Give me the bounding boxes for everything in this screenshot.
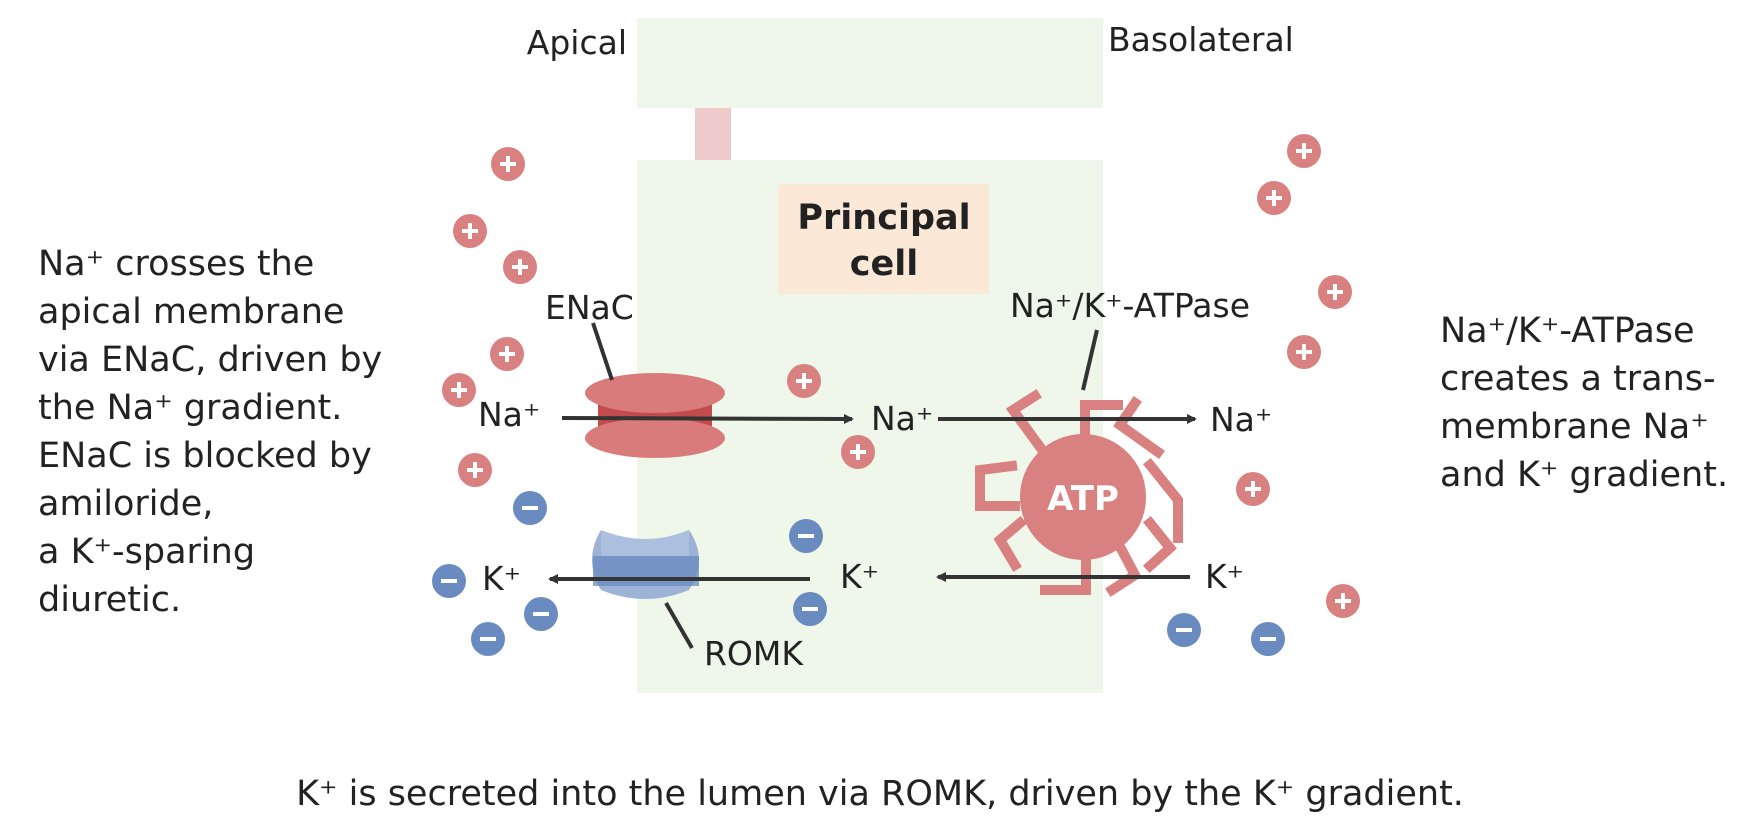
- romk-leader-line: [664, 601, 694, 650]
- plus-circle-icon: [453, 214, 487, 248]
- basolateral-label: Basolateral: [1108, 20, 1294, 59]
- cell-top-region: [637, 18, 1103, 108]
- minus-circle-icon: [524, 597, 558, 631]
- note-enac-explanation: Na⁺ crosses the apical membrane via ENaC…: [38, 240, 388, 624]
- tight-junction: [695, 108, 731, 160]
- na-lumen-label: Na⁺: [478, 395, 540, 434]
- minus-circle-icon: [471, 622, 505, 656]
- plus-circle-icon: [787, 364, 821, 398]
- note-left-line: diuretic.: [38, 580, 182, 620]
- atp-circle-icon: [1020, 434, 1146, 560]
- atpase-pump-icon: [975, 389, 1183, 597]
- na-cell-label: Na⁺: [871, 399, 933, 438]
- apical-label: Apical: [527, 23, 627, 62]
- plus-circle-icon: [458, 453, 492, 487]
- plus-circle-icon: [1318, 275, 1352, 309]
- plus-circle-icon: [841, 435, 875, 469]
- note-romk-explanation: K⁺ is secreted into the lumen via ROMK, …: [296, 774, 1464, 814]
- plus-circle-icon: [1257, 181, 1291, 215]
- plus-circle-icon: [503, 250, 537, 284]
- note-atpase-explanation: Na⁺/K⁺-ATPase creates a trans- membrane …: [1440, 307, 1760, 499]
- minus-circle-icon: [432, 564, 466, 598]
- principal-cell-label-box: [778, 184, 989, 294]
- minus-circle-icon: [1167, 613, 1201, 647]
- note-left-line: Na⁺ crosses the: [38, 244, 315, 284]
- plus-circle-icon: [1287, 335, 1321, 369]
- romk-label: ROMK: [704, 634, 804, 673]
- minus-circle-icon: [1251, 622, 1285, 656]
- romk-channel-icon: [592, 530, 699, 599]
- principal-cell-label-line2: cell: [850, 244, 918, 284]
- k-cell-label: K⁺: [840, 557, 879, 596]
- note-left-line: amiloride,: [38, 484, 214, 524]
- note-left-line: the Na⁺ gradient.: [38, 388, 343, 428]
- k-lumen-label: K⁺: [482, 559, 521, 598]
- note-left-line: via ENaC, driven by: [38, 340, 383, 380]
- k-blood-label: K⁺: [1205, 557, 1244, 596]
- enac-label: ENaC: [545, 288, 634, 327]
- note-right-line: creates a trans-: [1440, 359, 1716, 399]
- principal-cell-label-line1: Principal: [797, 198, 970, 238]
- enac-leader-line: [591, 322, 614, 381]
- minus-circle-icon: [793, 592, 827, 626]
- na-arrow-lumen-to-cell: [561, 413, 854, 424]
- plus-circle-icon: [491, 147, 525, 181]
- note-left-line: apical membrane: [38, 292, 345, 332]
- enac-channel-icon: [585, 373, 725, 458]
- atpase-label: Na⁺/K⁺-ATPase: [1010, 286, 1250, 325]
- na-blood-label: Na⁺: [1210, 400, 1272, 439]
- note-left-line: a K⁺-sparing: [38, 532, 256, 572]
- atpase-leader-line: [1081, 329, 1099, 391]
- minus-circle-icon: [513, 491, 547, 525]
- plus-circle-icon: [1287, 134, 1321, 168]
- note-right-line: Na⁺/K⁺-ATPase: [1440, 311, 1695, 351]
- plus-circle-icon: [490, 337, 524, 371]
- plus-circle-icon: [1236, 472, 1270, 506]
- note-left-line: ENaC is blocked by: [38, 436, 372, 476]
- plus-circle-icon: [442, 373, 476, 407]
- atp-label: ATP: [1047, 479, 1119, 519]
- minus-circle-icon: [789, 519, 823, 553]
- note-right-line: and K⁺ gradient.: [1440, 455, 1729, 495]
- note-right-line: membrane Na⁺: [1440, 407, 1709, 447]
- ions-layer: [432, 134, 1360, 656]
- plus-circle-icon: [1326, 584, 1360, 618]
